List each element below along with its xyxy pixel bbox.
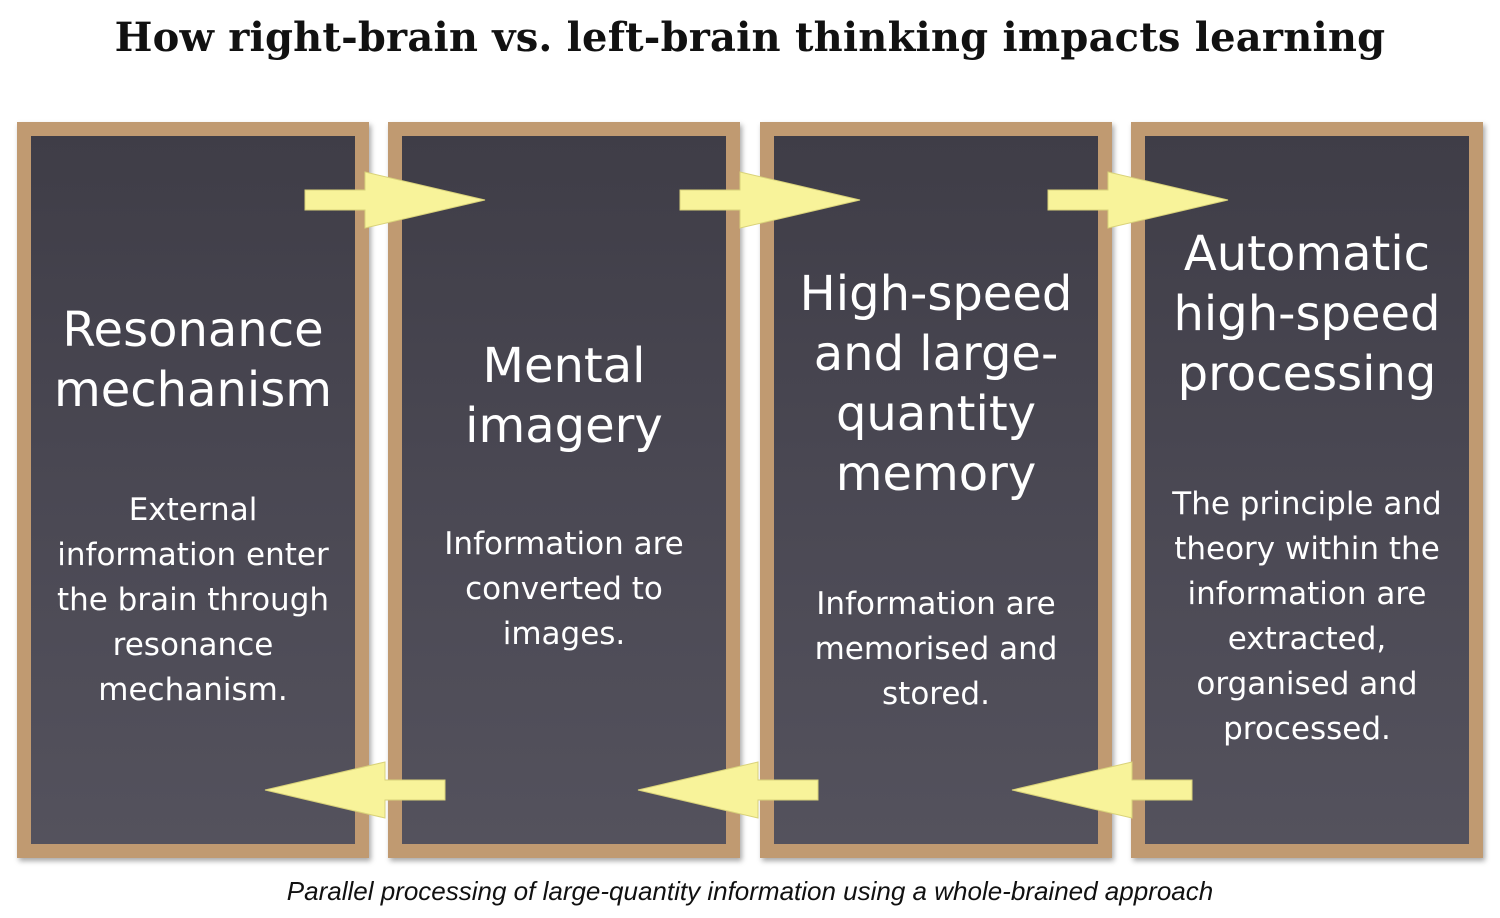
stage-board: Mental imagery Information are converted…: [402, 136, 726, 844]
stage-description: The principle and theory within the info…: [1172, 486, 1442, 747]
stage-description: External information enter the brain thr…: [56, 492, 330, 708]
stage-heading: Automatic high-speed processing: [1173, 226, 1441, 402]
figure-caption: Parallel processing of large-quantity in…: [286, 876, 1214, 906]
stage-panel-memory: High-speed and large- quantity memory In…: [760, 122, 1112, 858]
stage-description: Information are memorised and stored.: [814, 586, 1058, 712]
stage-heading: Mental imagery: [465, 338, 663, 454]
stage-description: Information are converted to images.: [444, 526, 684, 652]
stage-heading: High-speed and large- quantity memory: [799, 266, 1073, 502]
stage-panel-processing: Automatic high-speed processing The prin…: [1131, 122, 1483, 858]
stage-heading: Resonance mechanism: [53, 302, 333, 418]
stage-board: Automatic high-speed processing The prin…: [1145, 136, 1469, 844]
page-title: How right-brain vs. left-brain thinking …: [114, 14, 1386, 61]
stage-panel-resonance: Resonance mechanism External information…: [17, 122, 369, 858]
stage-board: High-speed and large- quantity memory In…: [774, 136, 1098, 844]
stage-panel-mental-imagery: Mental imagery Information are converted…: [388, 122, 740, 858]
stage-board: Resonance mechanism External information…: [31, 136, 355, 844]
